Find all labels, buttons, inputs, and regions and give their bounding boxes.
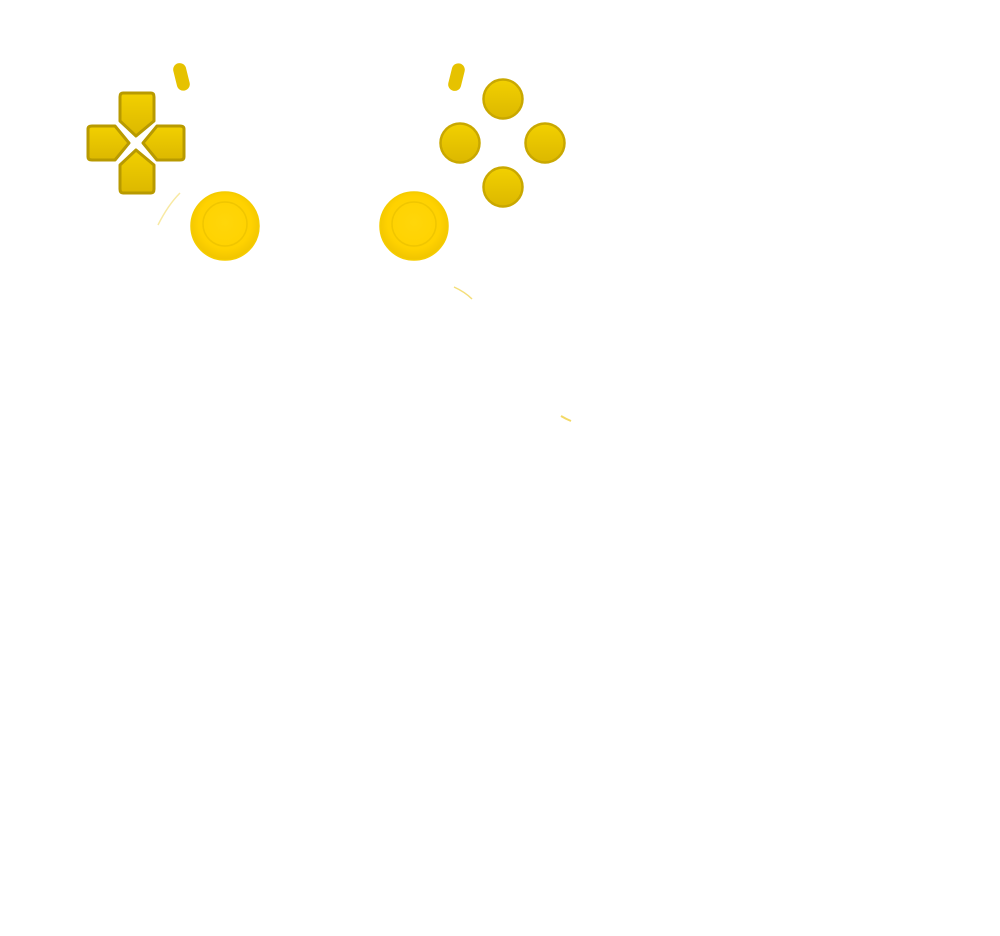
dpad-up[interactable] xyxy=(118,91,156,138)
right-stick[interactable] xyxy=(379,191,449,261)
dpad-down[interactable] xyxy=(118,148,156,195)
body-highlight xyxy=(453,286,473,300)
dpad xyxy=(86,91,186,195)
face-button-right[interactable] xyxy=(524,122,566,164)
left-bumper[interactable] xyxy=(172,62,191,92)
body-highlight xyxy=(157,192,181,226)
left-stick[interactable] xyxy=(190,191,260,261)
body-highlight xyxy=(560,415,572,422)
face-button-top[interactable] xyxy=(482,78,524,120)
face-button-left[interactable] xyxy=(439,122,481,164)
dpad-left[interactable] xyxy=(86,124,131,162)
dpad-right[interactable] xyxy=(141,124,186,162)
right-bumper[interactable] xyxy=(447,62,466,92)
face-button-bottom[interactable] xyxy=(482,166,524,208)
